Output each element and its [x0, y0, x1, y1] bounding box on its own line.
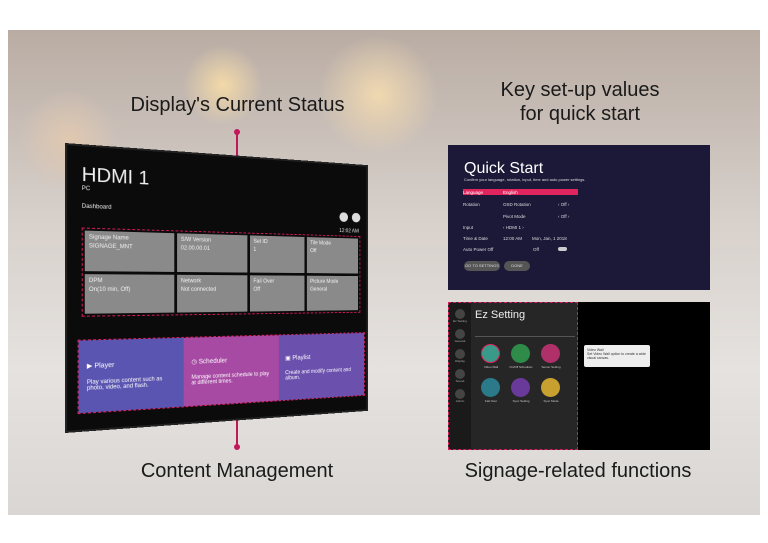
go-to-settings-button[interactable]: GO TO SETTINGS [464, 261, 500, 271]
settings-icon[interactable] [351, 212, 361, 223]
side-item[interactable]: Admin [449, 389, 471, 403]
setting-row[interactable]: Pivot Mode‹ Off › [503, 213, 570, 219]
quick-start-screen: Quick Start Confirm your language, rotat… [448, 145, 710, 290]
toggle-switch[interactable] [558, 247, 567, 251]
ez-setting-title: Ez Setting [475, 309, 526, 321]
sync-setting-icon[interactable] [511, 378, 530, 397]
side-item[interactable]: Ez Setting [449, 309, 471, 323]
side-item[interactable]: General [449, 329, 471, 343]
server-setting-icon[interactable] [541, 344, 560, 363]
sync-mode-icon[interactable] [541, 378, 560, 397]
input-source: PC [81, 185, 91, 193]
clock: 12:02 AM [339, 228, 359, 235]
display-screen: HDMI 1 PC Dashboard 12:02 AM Signage Nam… [65, 143, 405, 433]
divider [475, 336, 575, 337]
label-content-management: Content Management [140, 460, 334, 482]
ez-setting-panel: Ez Setting General Display Sound Admin E… [448, 302, 578, 450]
label-display-status: Display's Current Status [130, 94, 345, 116]
side-item[interactable]: Sound [449, 369, 471, 383]
ez-setting-screen: Ez Setting General Display Sound Admin E… [448, 302, 710, 450]
video-wall-icon[interactable] [481, 344, 500, 363]
fail-over-icon[interactable] [481, 378, 500, 397]
side-item[interactable]: Display [449, 349, 471, 363]
side-menu: Ez Setting General Display Sound Admin [449, 303, 471, 449]
callout-line [236, 410, 238, 448]
label-signage-functions: Signage-related functions [464, 460, 692, 482]
input-name: HDMI 1 [81, 164, 150, 190]
quick-start-subtitle: Confirm your language, rotation, input, … [464, 177, 586, 182]
done-button[interactable]: DONE [504, 261, 530, 271]
dashboard-label: Dashboard [81, 203, 112, 211]
callout-dot [234, 129, 240, 135]
callout-dot [234, 444, 240, 450]
setting-row[interactable]: Input‹ HDMI 1 › [463, 224, 524, 230]
input-icon[interactable] [339, 212, 349, 222]
label-quick-start: Key set-up values for quick start [500, 79, 660, 125]
quick-start-title: Quick Start [464, 160, 544, 177]
scheduler-icon[interactable] [511, 344, 530, 363]
